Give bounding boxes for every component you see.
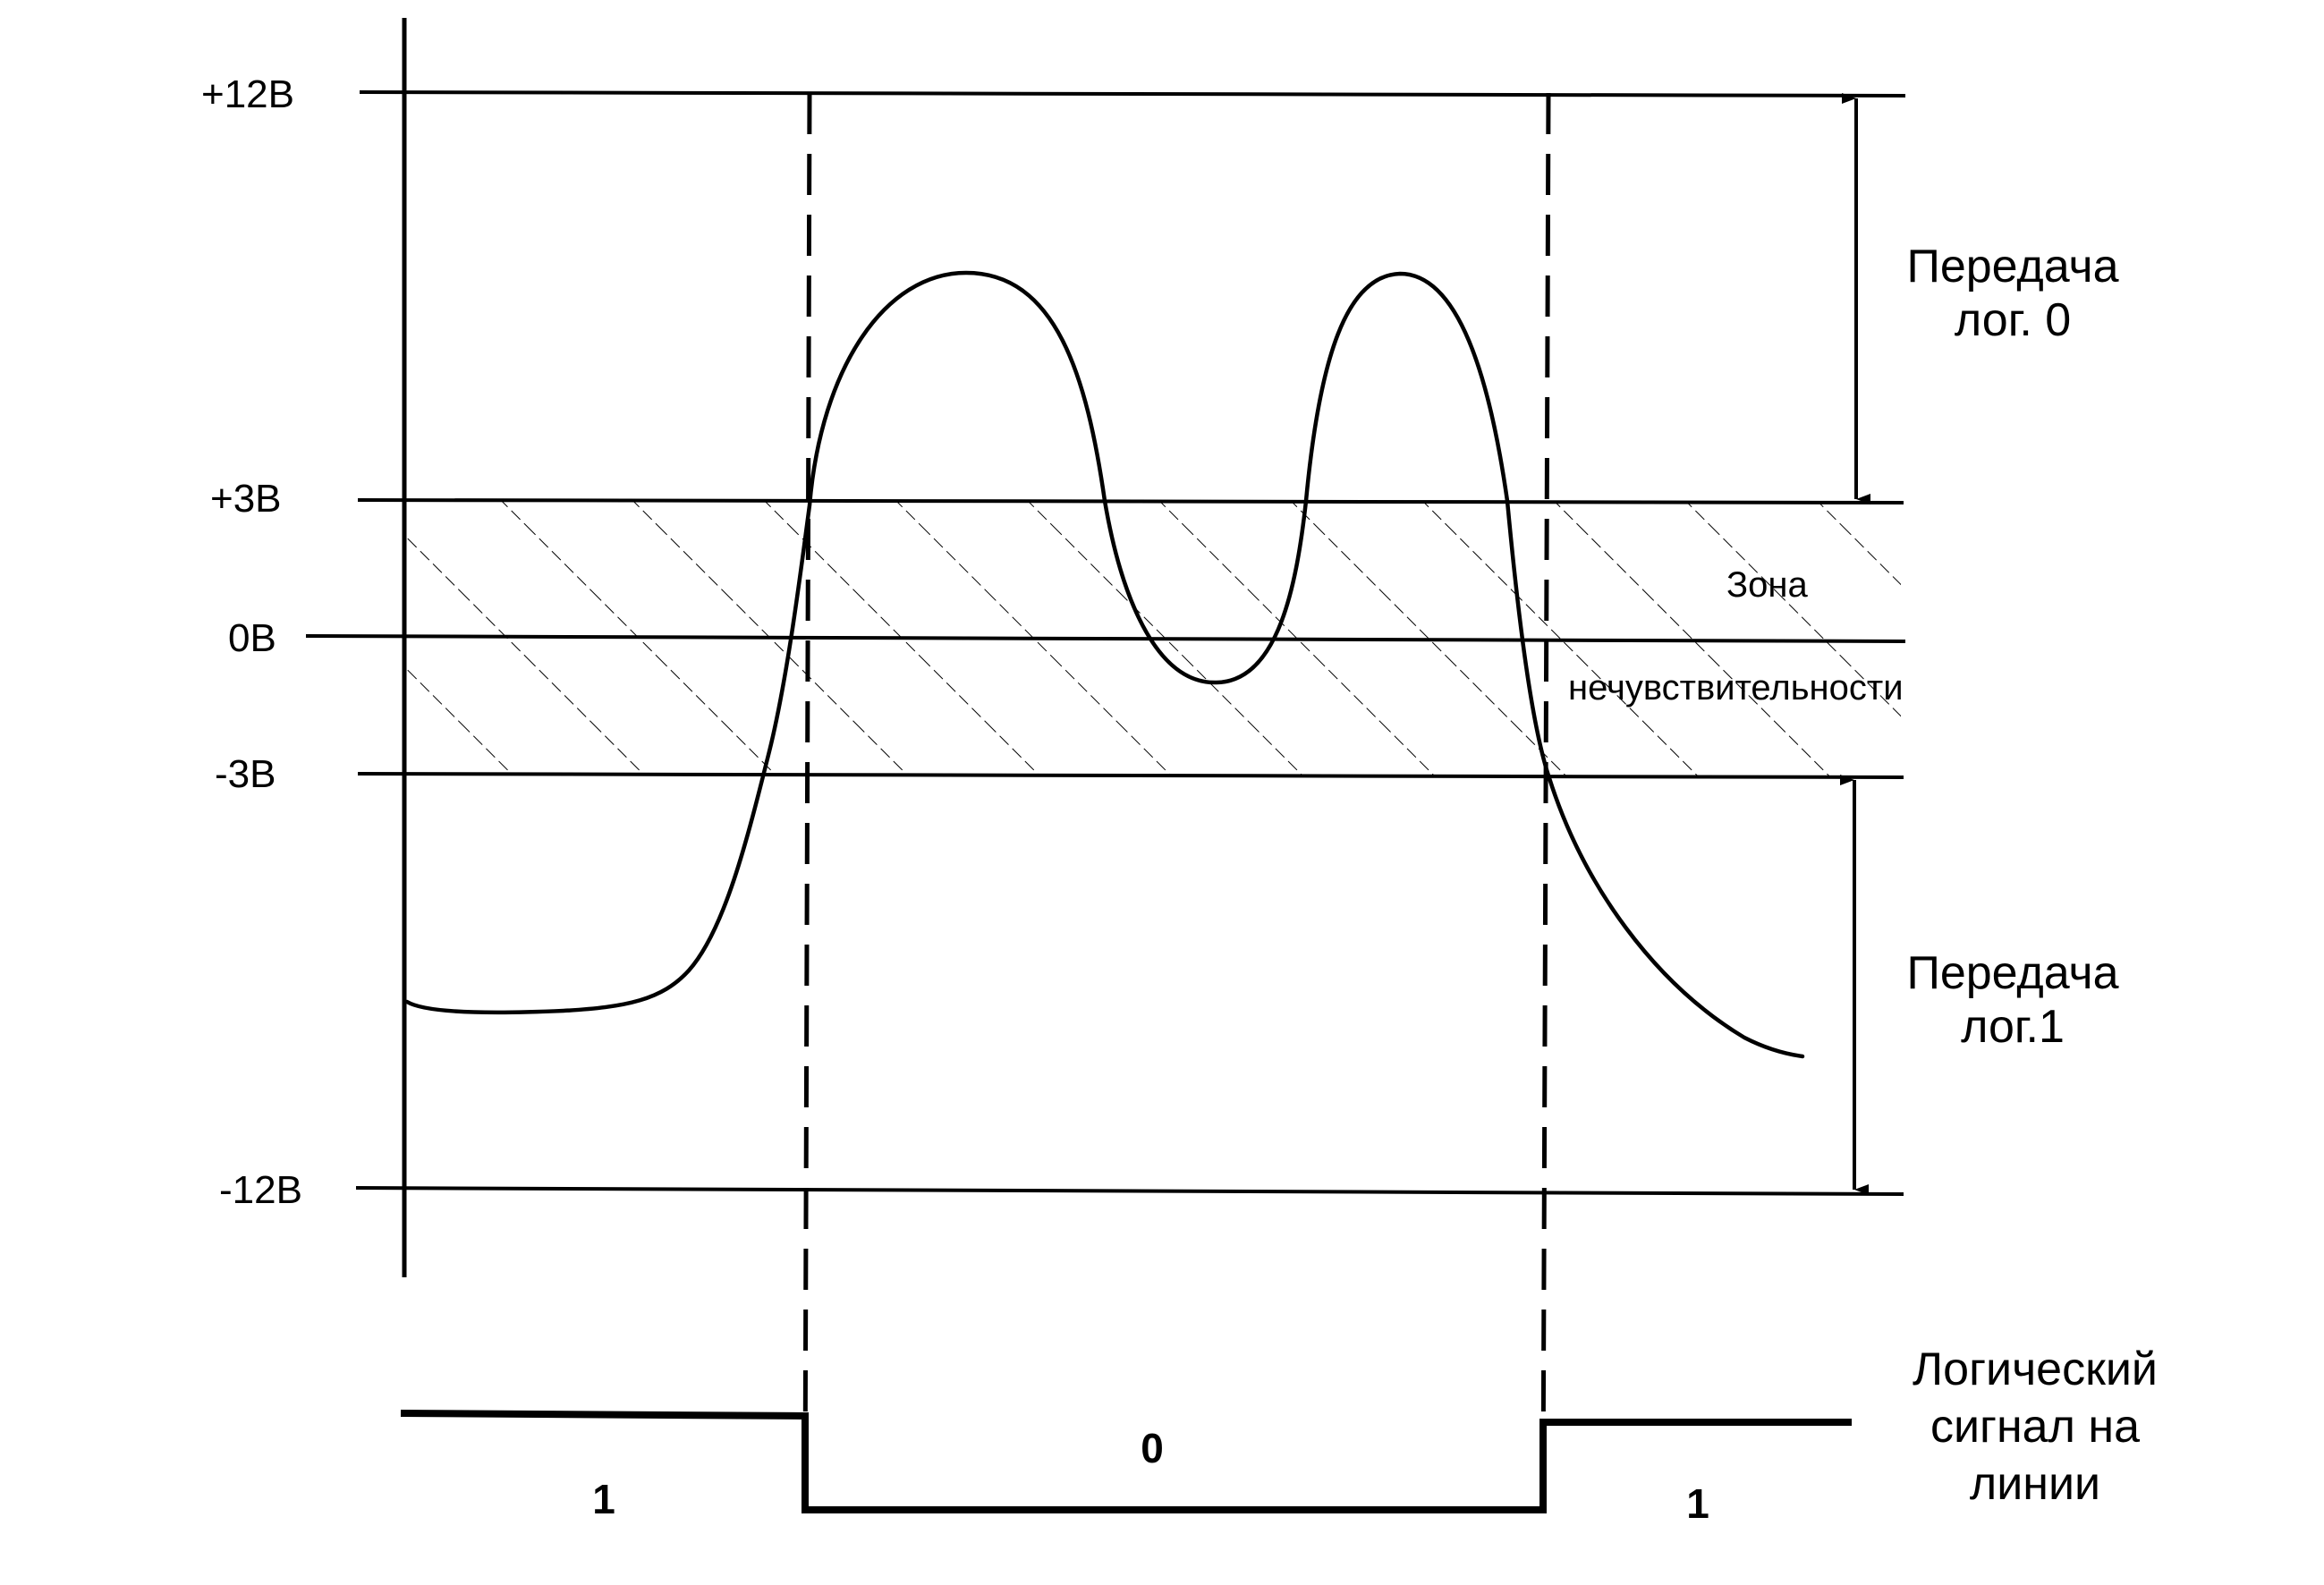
log0-label-line2: лог. 0 <box>1955 294 2071 346</box>
level-line-minus12 <box>355 1186 1904 1196</box>
bit-right: 1 <box>1686 1480 1709 1527</box>
log1-label-line2: лог.1 <box>1961 1001 2065 1053</box>
level-line-zero <box>305 634 1906 643</box>
zone-label-line2: нечувствительности <box>1568 668 1904 708</box>
analog-signal-waveform <box>404 270 1805 1059</box>
bit-left: 1 <box>592 1476 615 1522</box>
log1-label-line1: Передача <box>1906 947 2118 999</box>
level-line-plus12 <box>359 90 1906 97</box>
boundary-dashed-line-left <box>802 92 812 1504</box>
label-minus12: -12В <box>219 1168 302 1212</box>
label-minus3: -3В <box>215 752 276 796</box>
label-plus12: +12В <box>201 72 294 116</box>
log0-label-line1: Передача <box>1906 241 2118 292</box>
logic-signal-label-line1: Логический <box>1913 1343 2158 1395</box>
logic-signal-label-line3: линии <box>1970 1458 2100 1510</box>
level-line-minus3 <box>357 772 1904 779</box>
label-plus3: +3В <box>210 477 282 521</box>
logic-signal-label-line2: сигнал на <box>1930 1401 2140 1453</box>
label-zero: 0В <box>228 616 276 660</box>
bit-middle: 0 <box>1141 1425 1164 1471</box>
boundary-dashed-line-right <box>1540 92 1551 1504</box>
zone-label-line1: Зона <box>1726 565 1808 605</box>
level-line-plus3 <box>357 498 1904 504</box>
logic-signal-waveform <box>400 1410 1852 1513</box>
